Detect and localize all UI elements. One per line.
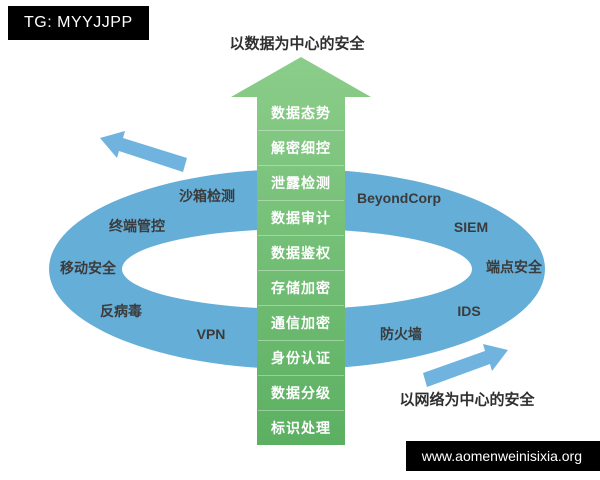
flow-arrow-top-left-icon — [100, 131, 187, 172]
arrow-item-identifier-processing: 标识处理 — [271, 420, 331, 436]
arrow-item-data-audit: 数据审计 — [271, 210, 331, 226]
flow-arrow-bottom-right-icon — [423, 344, 508, 387]
arrow-item-decryption-control: 解密细控 — [271, 140, 331, 156]
arrow-item-data-posture: 数据态势 — [271, 105, 331, 121]
ring-label-endpoint-security: 端点安全 — [486, 259, 542, 275]
arrow-item-identity-authentication: 身份认证 — [271, 350, 331, 366]
arrow-item-separators — [258, 130, 344, 411]
ring-label-mobile-security: 移动安全 — [60, 260, 116, 276]
data-centric-security-title: 以数据为中心的安全 — [229, 35, 365, 53]
ring-label-beyondcorp: BeyondCorp — [357, 190, 441, 206]
arrow-item-communication-encryption: 通信加密 — [271, 315, 331, 331]
arrow-item-leak-detection: 泄露检测 — [271, 175, 331, 191]
data-security-up-arrow — [231, 57, 371, 445]
ring-label-vpn: VPN — [196, 326, 226, 342]
ring-label-ids: IDS — [457, 303, 481, 319]
arrow-item-data-classification: 数据分级 — [271, 385, 331, 401]
site-url-bar: www.aomenweinisixia.org — [405, 441, 600, 471]
ring-label-firewall: 防火墙 — [380, 326, 422, 342]
arrow-item-storage-encryption: 存储加密 — [271, 280, 331, 296]
tg-watermark-badge: TG: MYYJJPP — [8, 6, 149, 40]
ring-label-sandbox-detection: 沙箱检测 — [179, 188, 235, 204]
arrow-item-data-authorization: 数据鉴权 — [271, 245, 331, 261]
network-centric-security-title: 以网络为中心的安全 — [399, 391, 535, 409]
ring-label-siem: SIEM — [453, 219, 489, 235]
ring-label-terminal-management: 终端管控 — [109, 218, 165, 234]
ring-label-antivirus: 反病毒 — [100, 303, 142, 319]
